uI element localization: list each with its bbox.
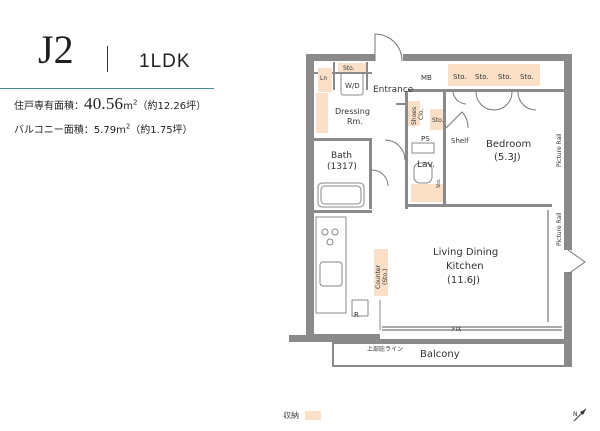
storage-sto-small: [338, 63, 366, 72]
balcony-label: Balcony: [420, 349, 460, 360]
storage-dressing-side: [316, 93, 328, 133]
room-labels: Entrance MB Sto. Sto. Sto. Sto. Sto. W/D…: [320, 65, 563, 360]
dressing-label-2: Rm.: [347, 117, 363, 126]
exclusive-area-tsubo: （約12.26坪）: [137, 101, 207, 112]
balcony-area-label: バルコニー面積：: [14, 125, 94, 136]
ldk-label-1: Living Dining: [433, 247, 498, 258]
ps-label: PS: [421, 135, 430, 143]
fixtures: [315, 72, 435, 330]
exclusive-area-line: 住戸専有面積：40.56m2（約12.26坪）: [14, 94, 206, 114]
exclusive-area-label: 住戸専有面積：: [14, 101, 84, 112]
upper-line-label: 上部庇ライン: [367, 345, 403, 353]
bedroom-label: Bedroom: [486, 139, 531, 150]
shoes-label-2: Clo.: [418, 109, 425, 120]
balcony-area-value: 5.79: [93, 125, 117, 136]
doors: [371, 33, 586, 275]
kitchen-counter: [315, 216, 347, 314]
fix-label: FIX: [452, 326, 461, 333]
sto-label-3: Sto.: [498, 73, 512, 81]
balcony-area-unit: m: [116, 125, 126, 136]
balcony-door: [567, 249, 586, 275]
ldk-label-2: Kitchen: [446, 261, 484, 272]
header-rule: [0, 88, 214, 89]
exclusive-area-unit-sup: 2: [133, 98, 138, 107]
storage-lav-sto: [411, 184, 443, 202]
bedroom-size-label: (5.3J): [494, 152, 521, 163]
entrance-door: [374, 33, 403, 62]
balcony-area-line: バルコニー面積：5.79m2（約1.75坪）: [14, 121, 193, 136]
entrance-label: Entrance: [373, 85, 414, 95]
storage-areas: [316, 63, 540, 296]
counter-label-2: (Sto.): [382, 269, 389, 285]
sto-label-2: Sto.: [475, 73, 489, 81]
bath-size-label: (1317): [327, 162, 357, 172]
balcony-area-unit-sup: 2: [125, 122, 131, 131]
bedroom-door: [445, 111, 469, 129]
window-lines: [382, 210, 562, 331]
wd-label: W/D: [345, 82, 360, 90]
dressing-label-1: Dressing: [335, 107, 370, 116]
ldk-size-label: (11.6J): [447, 275, 480, 286]
wash-basin: [413, 162, 433, 184]
washer: [340, 72, 364, 96]
exclusive-area-value: 40.56: [84, 94, 124, 113]
storage-legend-swatch: [305, 411, 321, 420]
toilet: [411, 142, 435, 154]
unit-code: J2: [38, 27, 74, 72]
north-arrow-icon: N: [573, 408, 587, 422]
svg-text:N: N: [573, 411, 578, 418]
sto-side-label: Sto.: [432, 117, 444, 124]
sto-label-1: Sto.: [453, 73, 467, 81]
sto-label-4: Sto.: [520, 73, 534, 81]
storage-sto-row: [448, 64, 540, 86]
mb-label: MB: [421, 74, 432, 82]
storage-counter: [374, 249, 388, 296]
bathtub: [317, 182, 365, 208]
exclusive-area-unit: m: [123, 101, 133, 112]
picture-rail-label-2: Picture Rail: [556, 212, 563, 246]
storage-legend-label: 収納: [283, 411, 299, 420]
bath-label: Bath: [331, 151, 352, 161]
shoes-label-1: Shoes: [411, 107, 418, 125]
refrigerator-label: R: [354, 311, 359, 319]
lav-sto-label: Sto.: [436, 178, 442, 188]
storage-sto-side: [430, 109, 443, 130]
header-separator: [107, 46, 108, 72]
unit-type: 1LDK: [139, 51, 191, 72]
ln-label: Ln: [320, 75, 327, 82]
storage-legend: 収納: [283, 410, 321, 421]
storage-shoes: [408, 101, 420, 126]
outer-walls: [289, 54, 572, 366]
shelf-label: Shelf: [451, 137, 469, 145]
sto-label-small: Sto.: [343, 65, 355, 72]
balcony-area-tsubo: （約1.75坪）: [130, 125, 193, 136]
picture-rail-label-1: Picture Rail: [556, 133, 563, 167]
lav-label: Lav.: [417, 160, 435, 170]
counter-label-1: Counter: [375, 264, 382, 289]
storage-ln: [318, 68, 332, 92]
